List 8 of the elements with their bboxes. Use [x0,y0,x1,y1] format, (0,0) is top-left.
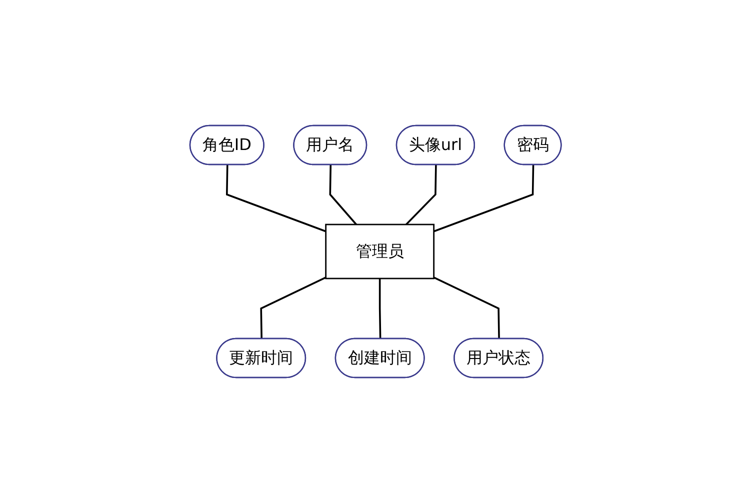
connector [226,164,326,232]
connector [378,278,382,340]
connector [329,164,357,226]
connector [433,164,534,232]
connector [405,164,437,226]
connector [433,276,500,339]
connector [260,276,326,340]
node-box: 管理员 [325,224,434,280]
